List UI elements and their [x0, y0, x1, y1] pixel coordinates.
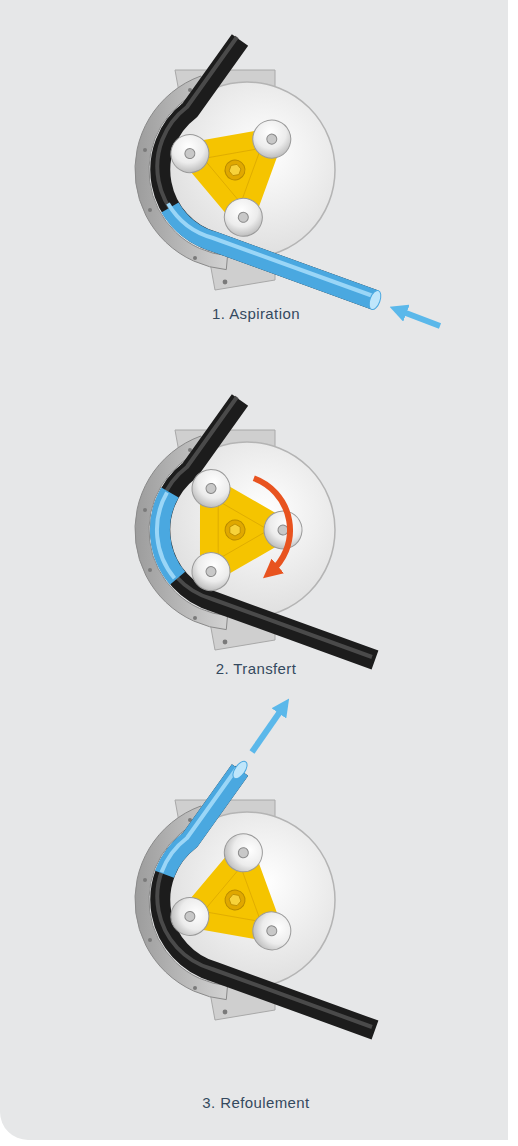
flow-arrow [398, 310, 440, 326]
flow-arrow [252, 706, 284, 752]
rotation-arrow [254, 478, 290, 572]
pump-stage-3 [135, 759, 375, 1030]
step-caption: 2. Transfert [216, 660, 297, 678]
step-caption: 1. Aspiration [212, 305, 300, 323]
pump-stage-1 [135, 37, 383, 311]
pump-stage-2 [135, 397, 375, 660]
step-caption: 3. Refoulement [202, 1094, 309, 1112]
